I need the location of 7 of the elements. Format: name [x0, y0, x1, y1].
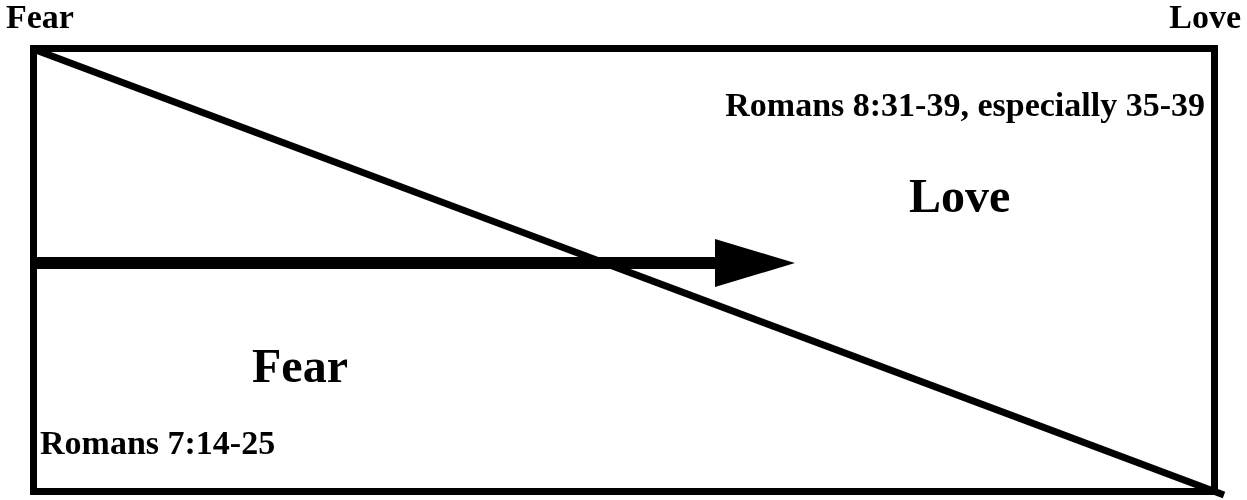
reference-text: Romans 8:31-39, especially 35-39	[725, 86, 1205, 124]
region-label: Fear	[252, 340, 348, 393]
reference-text: Romans 7:14-25	[40, 424, 276, 462]
corner-label: Fear	[6, 0, 74, 36]
region-label: Love	[909, 170, 1011, 223]
frame-box	[30, 45, 1218, 495]
corner-label: Love	[1169, 0, 1241, 36]
